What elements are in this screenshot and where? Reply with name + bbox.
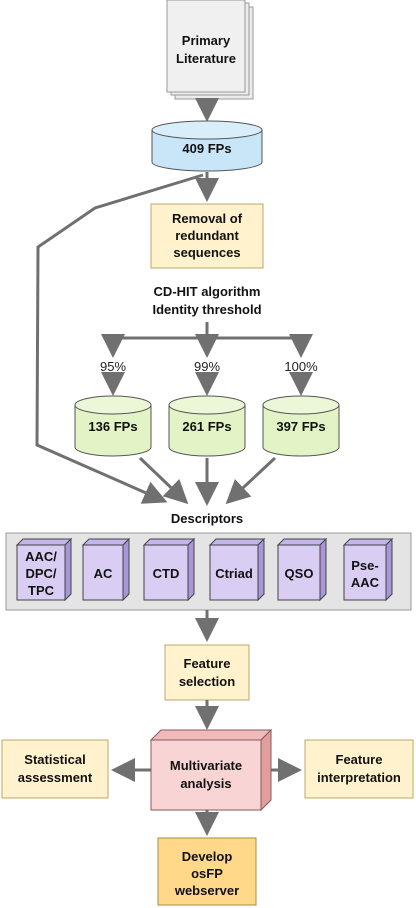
fp-397-cylinder: 397 FPs <box>262 395 340 457</box>
multivariate-node: Multivariate analysis <box>149 728 273 812</box>
cdhit-label-2: Identity threshold <box>152 302 261 317</box>
fp-total-label: 409 FPs <box>182 141 231 156</box>
develop-label-1: Develop <box>182 849 233 864</box>
statistical-label-1: Statistical <box>24 752 85 767</box>
threshold-95-label: 95% <box>100 359 126 374</box>
feature-selection-label-1: Feature <box>184 656 231 671</box>
multivariate-label-1: Multivariate <box>170 758 242 773</box>
descriptor-ctd-label: CTD <box>153 566 180 581</box>
descriptor-aac-dpc-tpc: AAC/ DPC/ TPC <box>15 537 73 602</box>
removal-label-1: Removal of <box>172 211 243 226</box>
descriptor-ac: AC <box>81 537 131 602</box>
removal-node: Removal of redundant sequences <box>150 203 264 269</box>
descriptor-qso: QSO <box>276 537 328 602</box>
fp-136-label: 136 FPs <box>88 419 137 434</box>
descriptor-ctriad-label: Ctriad <box>215 566 253 581</box>
arrow-397-to-descriptors <box>225 456 277 505</box>
cdhit-label-1: CD-HIT algorithm <box>154 284 261 299</box>
fp-397-label: 397 FPs <box>276 419 325 434</box>
descriptor-aac-line-1: AAC/ <box>25 549 57 564</box>
multivariate-label-2: analysis <box>180 776 231 791</box>
develop-label-3: webserver <box>174 883 239 898</box>
statistical-label-2: assessment <box>18 770 93 785</box>
fp-261-cylinder: 261 FPs <box>168 395 246 457</box>
threshold-99-label: 99% <box>194 359 220 374</box>
feature-selection-node: Feature selection <box>164 644 250 701</box>
fp-136-cylinder: 136 FPs <box>74 395 152 457</box>
statistical-node: Statistical assessment <box>1 739 109 799</box>
descriptor-aac-line-3: TPC <box>28 583 55 598</box>
primary-literature-node: Primary Literature <box>166 0 254 100</box>
threshold-100-label: 100% <box>284 359 318 374</box>
descriptor-ac-label: AC <box>94 566 113 581</box>
descriptor-pse-line-2: AAC <box>351 575 380 590</box>
removal-label-2: redundant <box>175 228 239 243</box>
arrow-fps-bypass-to-descriptors <box>35 173 204 504</box>
interpretation-label-2: interpretation <box>317 770 401 785</box>
descriptor-qso-label: QSO <box>285 566 314 581</box>
arrow-136-to-descriptors <box>138 456 189 505</box>
primary-literature-label-1: Primary <box>182 33 231 48</box>
descriptor-pse-line-1: Pse- <box>351 558 378 573</box>
interpretation-node: Feature interpretation <box>304 739 414 799</box>
descriptor-pse-aac: Pse- AAC <box>342 537 394 602</box>
interpretation-label-1: Feature <box>336 752 383 767</box>
primary-literature-label-2: Literature <box>176 51 236 66</box>
feature-selection-label-2: selection <box>179 674 235 689</box>
descriptor-ctriad: Ctriad <box>208 537 266 602</box>
descriptor-aac-line-2: DPC/ <box>25 566 56 581</box>
develop-label-2: osFP <box>191 866 223 881</box>
fp-261-label: 261 FPs <box>182 419 231 434</box>
descriptors-title: Descriptors <box>171 511 243 526</box>
descriptor-ctd: CTD <box>142 537 196 602</box>
fp-total-cylinder: 409 FPs <box>151 120 263 172</box>
develop-node: Develop osFP webserver <box>157 837 257 906</box>
removal-label-3: sequences <box>173 245 240 260</box>
